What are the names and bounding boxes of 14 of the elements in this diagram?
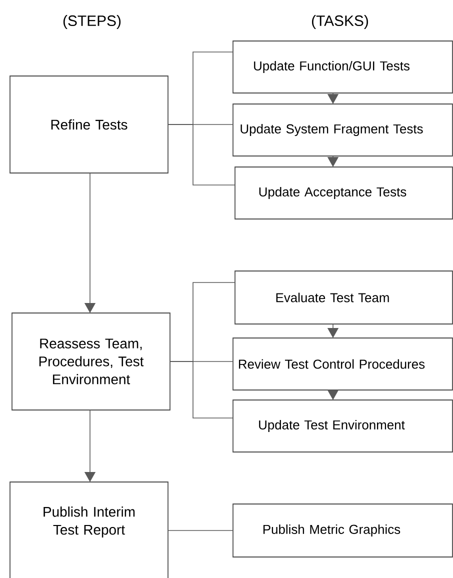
task-box: Update Function/GUI Tests: [232, 40, 453, 94]
step-box: Refine Tests: [10, 76, 168, 174]
task-box: Update System Fragment Tests: [232, 104, 453, 156]
connector: [170, 361, 234, 418]
task-box: Update Acceptance Tests: [234, 166, 453, 220]
connector: [168, 124, 236, 186]
task-box: Review Test Control Procedures: [232, 338, 453, 390]
task-box: Evaluate Test Team: [234, 270, 453, 324]
step-box: Publish Interim Test Report: [10, 482, 168, 578]
step-box: Reassess Team, Procedures, Test Environment: [12, 312, 170, 410]
task-box: Publish Metric Graphics: [232, 504, 453, 558]
task-box: Update Test Environment: [232, 400, 453, 452]
column-heading: (STEPS): [63, 15, 121, 29]
connector: [168, 530, 234, 531]
